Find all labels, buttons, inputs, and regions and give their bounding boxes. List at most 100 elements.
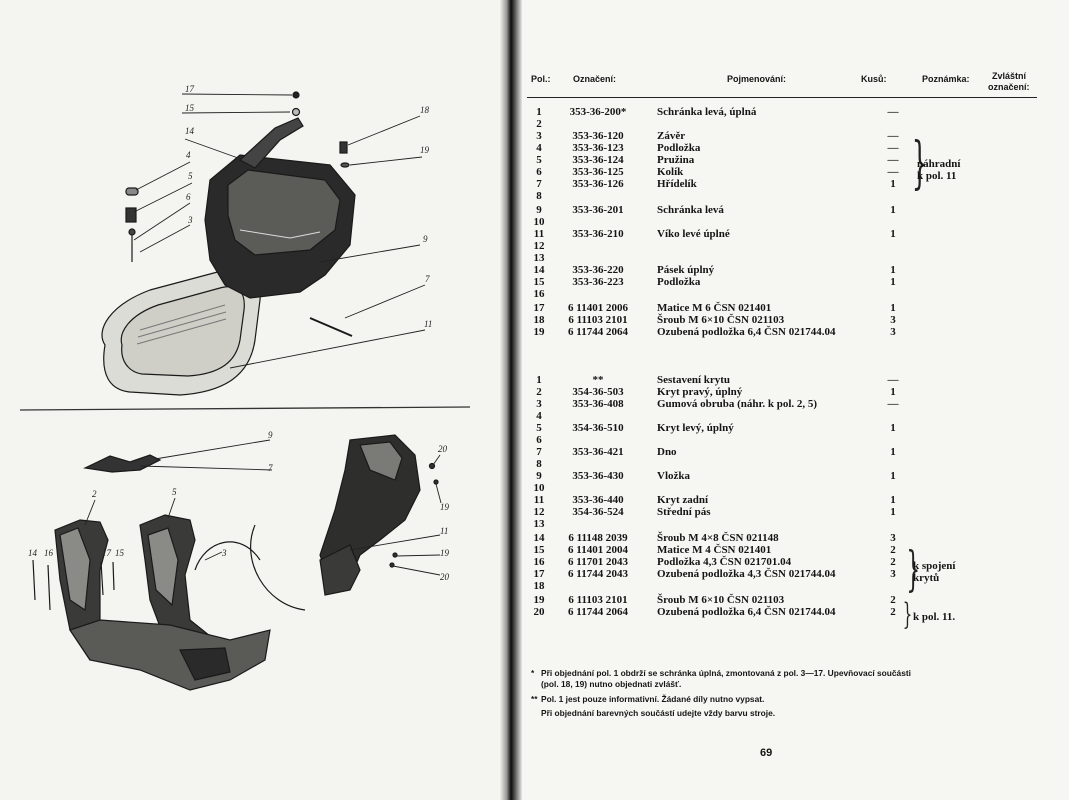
cell-name: Kryt pravý, úplný (657, 386, 743, 398)
callout-bottom-12: 19 (440, 548, 450, 558)
note-joining-1: k spojení (913, 560, 956, 572)
cell-name: Sestavení krytu (657, 374, 731, 386)
cell-code: 353-36-126 (572, 178, 624, 190)
cell-qty: — (887, 166, 899, 178)
callout-top-5: 6 (186, 192, 191, 202)
cell-code: 354-36-510 (572, 422, 624, 434)
cell-code: 6 11103 2101 (568, 594, 628, 606)
header-special-2: označení: (988, 82, 1030, 92)
cell-qty: — (887, 142, 899, 154)
footnote-1-line-1: * Při objednání pol. 1 obdrží se schránka… (531, 668, 911, 678)
cell-qty: 3 (890, 568, 896, 580)
cell-pos: 7 (536, 178, 542, 190)
storage-box-icon (101, 91, 356, 396)
cell-pos: 6 (536, 434, 542, 446)
cell-name: Schránka levá, úplná (657, 106, 757, 118)
cell-pos: 14 (533, 532, 545, 544)
left-page: 17 15 14 4 5 6 3 18 19 9 7 11 (0, 0, 508, 800)
cell-pos: 4 (536, 142, 542, 154)
brace-joining: } (906, 541, 921, 597)
cell-code: 354-36-524 (572, 506, 624, 518)
cell-qty: 1 (890, 446, 896, 458)
cell-qty: 2 (890, 544, 896, 556)
drawing-divider (19, 406, 471, 411)
callout-top-10: 7 (425, 274, 430, 284)
cell-qty: — (887, 154, 899, 166)
cell-pos: 4 (536, 410, 542, 422)
brace-spare: } (911, 131, 928, 196)
cell-qty: 1 (890, 386, 896, 398)
cell-qty: 1 (890, 422, 896, 434)
cell-name: Pásek úplný (657, 264, 715, 276)
callout-top-8: 19 (420, 145, 430, 155)
cell-code: 353-36-125 (572, 166, 624, 178)
footnote-2-mark: ** (531, 694, 538, 704)
cell-qty: 1 (890, 204, 896, 216)
cell-code: 6 11401 2004 (568, 544, 628, 556)
cell-qty: 3 (890, 532, 896, 544)
cell-name: Ozubená podložka 4,3 ČSN 021744.04 (657, 568, 836, 580)
cell-name: Matice M 4 ČSN 021401 (657, 544, 772, 556)
cell-pos: 8 (536, 190, 542, 202)
cell-pos: 9 (536, 470, 542, 482)
callout-bottom-3: 5 (172, 487, 177, 497)
cell-name: Střední pás (657, 506, 711, 518)
cell-name: Ozubená podložka 6,4 ČSN 021744.04 (657, 326, 836, 338)
cell-name: Podložka 4,3 ČSN 021701.04 (657, 556, 792, 568)
cell-code: 354-36-503 (572, 386, 624, 398)
callout-top-7: 18 (420, 105, 430, 115)
cell-pos: 19 (533, 594, 545, 606)
cell-name: Kryt zadní (657, 494, 709, 506)
cell-name: Šroub M 6×10 ČSN 021103 (657, 594, 785, 606)
header-name: Pojmenování: (727, 74, 787, 84)
cell-code: 353-36-120 (572, 130, 624, 142)
cell-qty: 1 (890, 264, 896, 276)
callout-top-1: 15 (185, 103, 195, 113)
cell-code: 353-36-440 (572, 494, 624, 506)
cell-qty: 2 (890, 556, 896, 568)
header-pos: Pol.: (531, 74, 551, 84)
callout-top-4: 5 (188, 171, 193, 181)
cell-code: 6 11401 2006 (568, 302, 628, 314)
footnote-2-text: Pol. 1 jest pouze informativní. Žádané d… (541, 694, 765, 704)
cell-name: Podložka (657, 276, 701, 288)
cell-code: 353-36-210 (572, 228, 624, 240)
cell-qty: — (887, 130, 899, 142)
cell-name: Kolík (657, 166, 684, 178)
cell-name: Podložka (657, 142, 701, 154)
callout-bottom-5: 14 (28, 548, 38, 558)
cell-pos: 9 (536, 204, 542, 216)
callout-bottom-13: 20 (440, 572, 450, 582)
note-spare-1: náhradní (917, 158, 961, 170)
callout-bottom-6: 16 (44, 548, 54, 558)
cover-assembly-icon (32, 434, 439, 691)
footnote-1-mark: * (531, 668, 535, 678)
cell-pos: 20 (533, 606, 545, 618)
header-rule (527, 97, 1037, 98)
cell-qty: — (887, 398, 899, 410)
cell-pos: 11 (533, 228, 545, 240)
callout-bottom-11: 11 (440, 526, 448, 536)
cell-name: Závěr (657, 130, 686, 142)
header-code: Označení: (573, 74, 617, 84)
header-qty: Kusů: (861, 74, 887, 84)
cell-name: Dno (657, 446, 677, 458)
cell-pos: 17 (533, 568, 545, 580)
cell-pos: 3 (536, 398, 542, 410)
cell-code: ** (592, 374, 604, 386)
cell-pos: 11 (533, 494, 545, 506)
cell-code: 353-36-421 (572, 446, 624, 458)
note-joining-2: krytů (913, 572, 940, 584)
cell-qty: 1 (890, 228, 896, 240)
cell-code: 6 11701 2043 (568, 556, 628, 568)
cell-pos: 19 (533, 326, 545, 338)
cell-pos: 17 (533, 302, 545, 314)
cell-code: 6 11148 2039 (568, 532, 628, 544)
cell-pos: 6 (536, 166, 542, 178)
cell-qty: 1 (890, 302, 896, 314)
cell-name: Schránka levá (657, 204, 724, 216)
cell-pos: 18 (533, 580, 545, 592)
callout-bottom-8: 15 (115, 548, 125, 558)
footnote-1-text: Při objednání pol. 1 obdrží se schránka … (541, 668, 911, 678)
exploded-parts-drawing: 17 15 14 4 5 6 3 18 19 9 7 11 (19, 84, 471, 691)
